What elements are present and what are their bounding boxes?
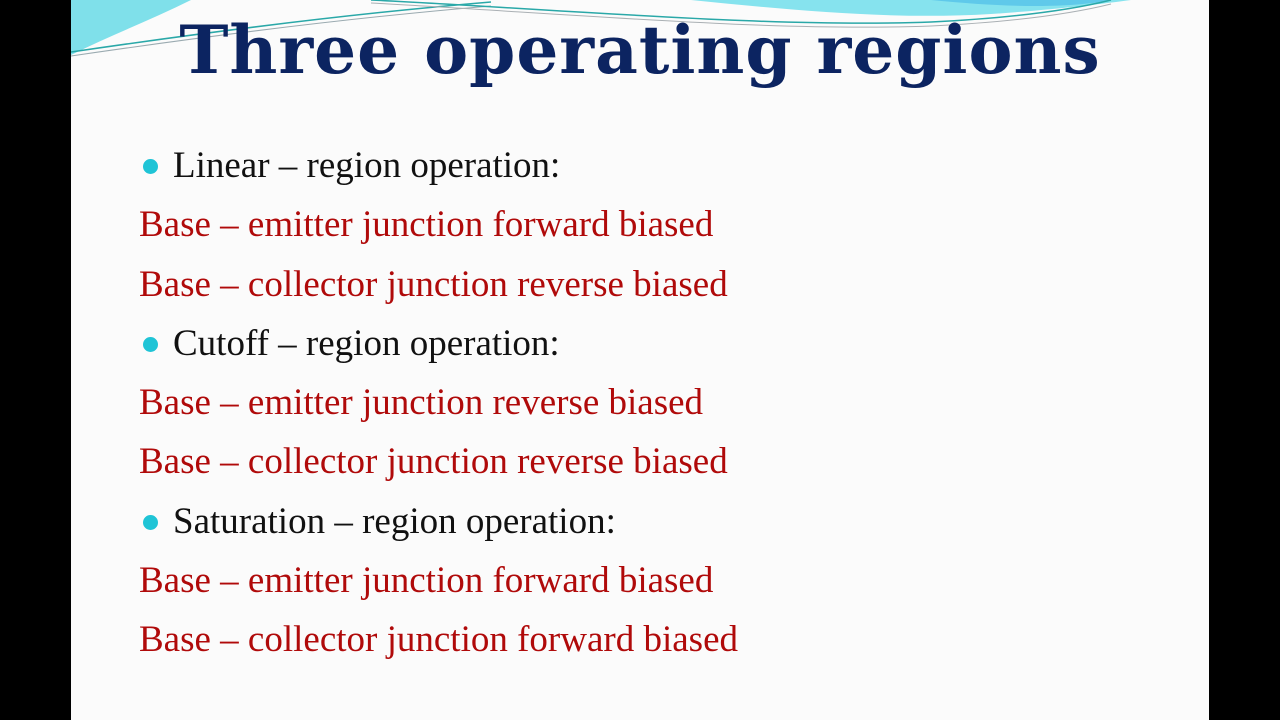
- bullet-saturation: Saturation – region operation:: [139, 492, 1139, 551]
- heading-cutoff: Cutoff – region operation:: [173, 322, 560, 364]
- bullet-dot-icon: [143, 159, 158, 174]
- detail-linear-be: Base – emitter junction forward biased: [139, 204, 714, 246]
- detail-saturation-be: Base – emitter junction forward biased: [139, 560, 714, 602]
- slide: Three operating regions Linear – region …: [71, 0, 1209, 720]
- bullet-dot-icon: [143, 336, 158, 352]
- detail-cutoff-bc: Base – collector junction reverse biased: [139, 441, 728, 483]
- detail-cutoff-be: Base – emitter junction reverse biased: [139, 382, 704, 424]
- detail-linear-bc: Base – collector junction reverse biased: [139, 263, 728, 305]
- bullet-linear: Linear – region operation:: [139, 136, 1139, 195]
- header-wave-decoration: [71, 0, 1131, 57]
- heading-linear: Linear – region operation:: [173, 145, 561, 186]
- heading-saturation: Saturation – region operation:: [173, 500, 616, 542]
- bullet-dot-icon: [143, 514, 158, 530]
- slide-title: Three operating regions: [179, 11, 1101, 89]
- slide-body: Linear – region operation: Base – emitte…: [139, 136, 1139, 670]
- detail-saturation-bc: Base – collector junction forward biased: [139, 619, 738, 661]
- bullet-cutoff: Cutoff – region operation:: [139, 314, 1139, 373]
